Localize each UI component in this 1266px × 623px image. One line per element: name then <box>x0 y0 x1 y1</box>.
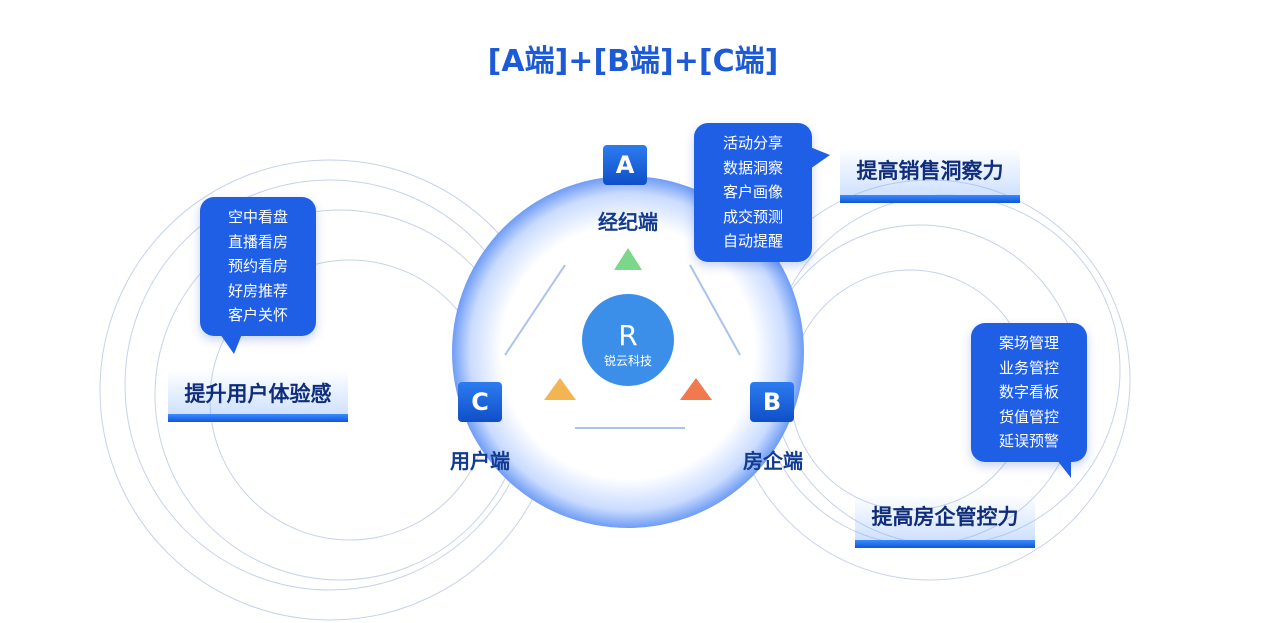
center-logo-text: 锐云科技 <box>603 354 652 368</box>
feature-item: 预约看房 <box>227 257 288 275</box>
logo-circle <box>582 294 674 386</box>
bubble-developer-features: 案场管理 业务管控 数字看板 货值管控 延误预警 <box>971 323 1087 478</box>
cube-c-icon: C <box>458 382 502 422</box>
cube-b-icon: B <box>750 382 794 422</box>
feature-item: 客户画像 <box>722 183 783 201</box>
feature-item: 成交预测 <box>722 207 783 226</box>
feature-item: 延误预警 <box>998 432 1059 450</box>
page-title: [A端]+[B端]+[C端] <box>487 44 779 79</box>
feature-item: 客户关怀 <box>227 306 288 324</box>
feature-item: 活动分享 <box>722 134 783 152</box>
feature-item: 业务管控 <box>998 358 1059 377</box>
label-sales-insight: 提高销售洞察力 <box>840 148 1020 203</box>
feature-item: 案场管理 <box>998 334 1059 352</box>
feature-item: 空中看盘 <box>227 208 288 226</box>
red-triangle <box>680 378 712 400</box>
node-broker: 经纪端 <box>598 210 658 234</box>
svg-text:R: R <box>618 319 637 352</box>
feature-item: 数字看板 <box>998 383 1059 401</box>
node-developer: 房企端 <box>743 449 803 473</box>
feature-item: 数据洞察 <box>722 158 783 177</box>
cube-a-icon: A <box>603 145 647 185</box>
bubble-broker-features: 活动分享 数据洞察 客户画像 成交预测 自动提醒 <box>694 123 830 262</box>
orange-triangle <box>544 378 576 400</box>
bubble-user-features: 空中看盘 直播看房 预约看房 好房推荐 客户关怀 <box>200 197 316 354</box>
label-user-experience: 提升用户体验感 <box>168 370 348 422</box>
feature-item: 货值管控 <box>998 407 1059 426</box>
feature-item: 自动提醒 <box>722 232 783 250</box>
feature-item: 直播看房 <box>227 232 288 251</box>
green-triangle <box>614 248 642 270</box>
label-developer-control: 提高房企管控力 <box>855 494 1035 548</box>
node-user: 用户端 <box>450 449 510 473</box>
feature-item: 好房推荐 <box>227 281 288 300</box>
